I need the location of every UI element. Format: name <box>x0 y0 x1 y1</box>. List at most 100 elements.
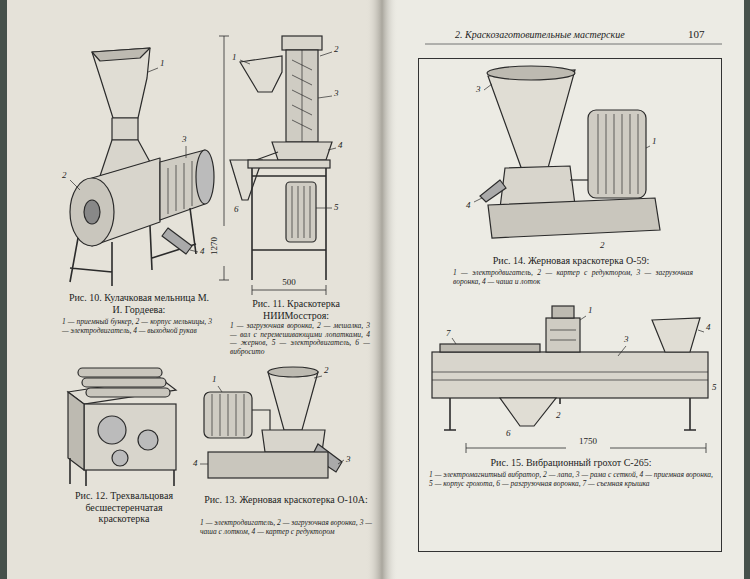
three-roll-mill-drawing <box>68 378 176 404</box>
paint-mill-niimosstroy-drawing <box>248 160 330 168</box>
stone-mill-o10a-drawing <box>268 372 318 430</box>
callout-number: 4 <box>193 458 198 468</box>
book-pages <box>7 0 382 579</box>
running-head: 2. Краскозаготовительные мастерские <box>455 29 625 41</box>
vibrating-screen-drawing <box>552 306 574 318</box>
leader-line <box>318 96 332 98</box>
leader-line <box>474 198 482 202</box>
vibrating-screen-drawing <box>432 352 708 398</box>
stone-mill-o10a-drawing <box>204 392 252 438</box>
figure-caption: Рис. 10. Кулачковая мельница М. И. Горде… <box>66 292 212 315</box>
figure-legend: 1 — электромагнитный вибратор, 2 — лапа,… <box>429 471 713 488</box>
leader-line <box>484 84 492 90</box>
callout-number: 2 <box>324 365 329 375</box>
callout-number: 5 <box>334 202 339 212</box>
figure-frame: Рис. 14. Жерновая краскотерка О-59:1 — э… <box>418 58 722 552</box>
stone-mill-o59-drawing <box>480 66 660 238</box>
paint-mill-niimosstroy-drawing <box>292 50 312 142</box>
three-roll-mill-drawing <box>78 368 162 377</box>
leader-line <box>240 60 250 64</box>
callout-number: 2 <box>556 410 561 420</box>
callout-number: 3 <box>334 88 339 98</box>
callout-number: 2 <box>62 170 67 180</box>
stone-mill-o59-drawing <box>487 66 575 80</box>
cam-mill-drawing <box>112 118 138 140</box>
cam-mill-drawing <box>92 48 150 61</box>
leader-line <box>618 346 626 356</box>
three-roll-mill-drawing <box>86 388 170 397</box>
paint-mill-niimosstroy-drawing <box>219 36 229 280</box>
page-number: 107 <box>688 28 705 41</box>
three-roll-mill-drawing <box>112 450 128 466</box>
callout-number: 1 <box>160 58 165 68</box>
book-pages <box>425 44 722 45</box>
three-roll-mill-drawing <box>84 404 176 470</box>
leader-line <box>70 52 704 464</box>
figure-caption: Рис. 11. Краскотерка НИИМосстроя: <box>232 298 360 321</box>
stone-mill-o10a-drawing <box>268 367 318 377</box>
leader-line <box>218 386 222 392</box>
paint-mill-niimosstroy-drawing <box>240 56 282 92</box>
three-roll-mill-drawing <box>98 416 126 444</box>
dimension-label: 1750 <box>570 436 606 446</box>
paint-mill-niimosstroy-drawing <box>292 186 310 238</box>
figure-legend: 1 — загрузочная воронка, 2 — мешалка, 3 … <box>230 322 370 357</box>
callout-number: 1 <box>588 305 593 315</box>
cam-mill-drawing <box>162 228 192 254</box>
figure-caption: Рис. 12. Трехвальцовая бесшестеренчатая … <box>62 490 186 525</box>
leader-line <box>328 148 336 150</box>
leader-line <box>70 180 80 190</box>
callout-number: 3 <box>624 334 629 344</box>
leader-line <box>200 464 208 465</box>
paint-mill-niimosstroy-drawing <box>219 36 332 295</box>
stone-mill-o59-drawing <box>480 180 506 202</box>
callout-number: 1 <box>652 136 657 146</box>
cam-mill-drawing <box>92 48 150 118</box>
leader-line <box>338 460 344 464</box>
stone-mill-o10a-drawing <box>212 394 244 436</box>
vibrating-screen-drawing <box>444 398 696 430</box>
leader-line <box>148 68 158 72</box>
figure-legend: 1 — электродвигатель, 2 — загрузочная во… <box>200 519 372 536</box>
callout-number: 6 <box>234 204 239 214</box>
callout-number: 2 <box>600 240 605 250</box>
callout-number: 4 <box>466 200 471 210</box>
cam-mill-drawing <box>70 48 214 286</box>
stone-mill-o10a-drawing <box>204 367 342 478</box>
cam-mill-drawing <box>196 150 214 204</box>
figure-legend: 1 — приемный бункер, 2 — корпус мельницы… <box>62 318 212 335</box>
cam-mill-drawing <box>70 208 196 286</box>
leader-line <box>186 146 187 158</box>
cam-mill-drawing <box>84 200 100 224</box>
callout-number: 4 <box>200 246 205 256</box>
paint-mill-niimosstroy-drawing <box>272 142 332 160</box>
callout-number: 3 <box>476 84 481 94</box>
vibrating-screen-drawing <box>440 344 540 352</box>
vibrating-screen-drawing <box>550 330 576 340</box>
figure-caption: Рис. 13. Жерновая краскотерка О-10А: <box>198 494 374 506</box>
callout-number: 7 <box>446 328 451 338</box>
callout-number: 1 <box>212 374 217 384</box>
leader-line <box>646 146 650 148</box>
callout-number: 4 <box>706 322 711 332</box>
stone-mill-o10a-drawing <box>252 410 270 430</box>
vibrating-screen-drawing <box>546 318 580 352</box>
paint-mill-niimosstroy-drawing <box>286 182 316 242</box>
vibrating-screen-drawing <box>652 318 700 352</box>
three-roll-mill-drawing <box>82 378 166 387</box>
stone-mill-o59-drawing <box>588 110 646 198</box>
callout-number: 1 <box>232 52 237 62</box>
book-pages <box>382 0 744 579</box>
three-roll-mill-drawing <box>68 368 176 486</box>
leader-line <box>314 376 322 378</box>
vibrating-screen-drawing <box>432 306 708 453</box>
stone-mill-o59-drawing <box>598 114 638 194</box>
leader-line <box>190 250 198 252</box>
dimension-label: 500 <box>274 277 304 287</box>
dimension-label: 1270 <box>208 228 220 264</box>
figure-legend: 1 — электродвигатель, 2 — картер с редук… <box>453 269 693 286</box>
paint-mill-niimosstroy-drawing <box>252 168 326 280</box>
paint-mill-niimosstroy-drawing <box>286 50 318 142</box>
callout-number: 3 <box>346 454 351 464</box>
